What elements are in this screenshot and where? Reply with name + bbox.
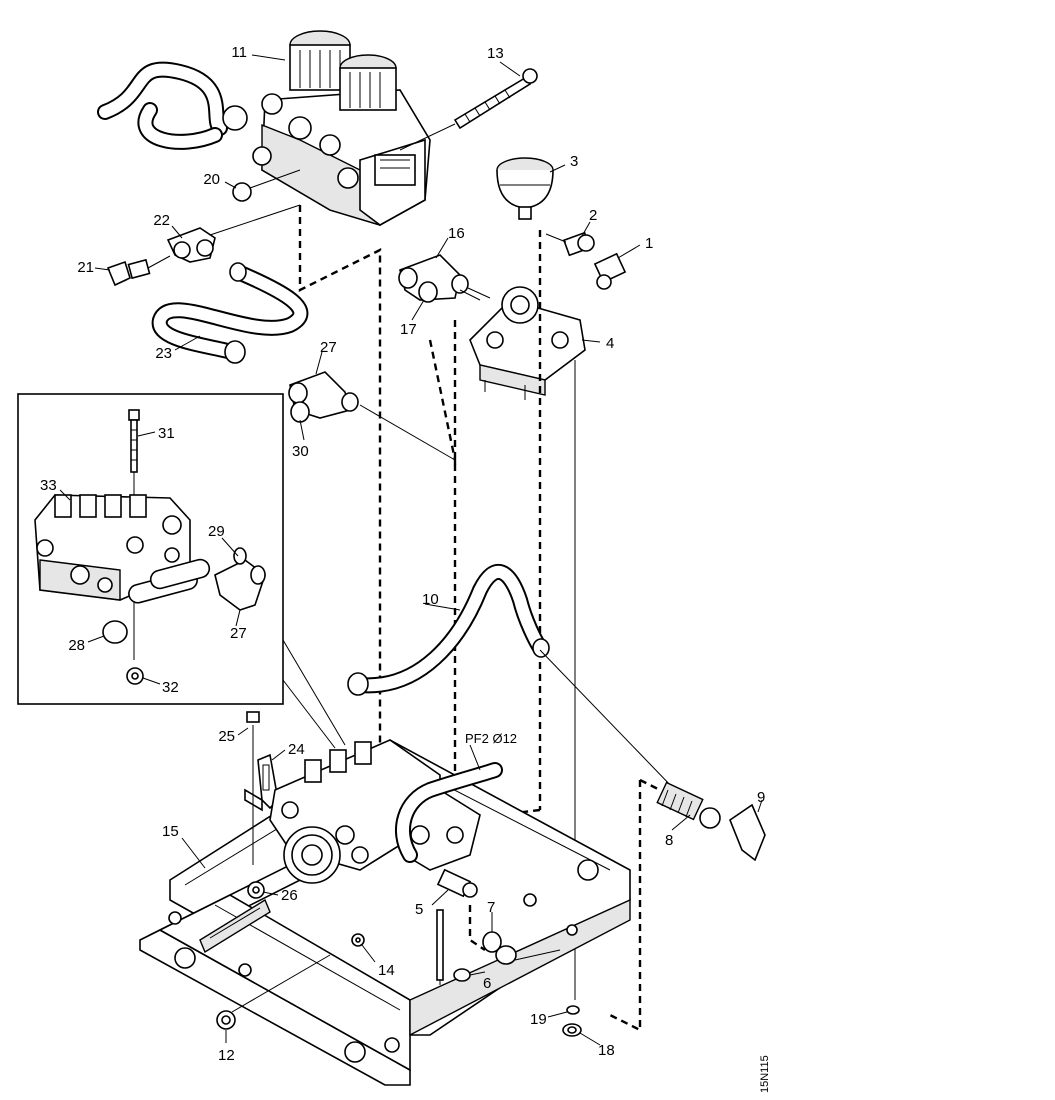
callout-24: 24 — [288, 741, 305, 758]
hose-23 — [151, 262, 309, 364]
callout-14: 14 — [378, 962, 395, 979]
callout-5: 5 — [415, 901, 423, 918]
callout-leaders — [59, 54, 763, 1046]
callout-30: 30 — [292, 443, 309, 460]
nut-14 — [351, 933, 365, 947]
callout-26: 26 — [281, 887, 298, 904]
washers-18-19 — [562, 1005, 582, 1037]
lower-valve-assembly — [269, 739, 503, 884]
callout-19: 19 — [530, 1011, 547, 1028]
slotted-bar — [199, 898, 271, 954]
callout-31: 31 — [158, 425, 175, 442]
callout-8: 8 — [665, 832, 673, 849]
callout-numbers: 11 13 3 2 1 20 22 21 23 16 17 4 27 30 31… — [40, 44, 771, 1093]
elbow-27-30 — [288, 371, 359, 423]
callout-4: 4 — [606, 335, 614, 352]
callout-18: 18 — [598, 1042, 615, 1059]
callout-20: 20 — [203, 171, 220, 188]
hose-10 — [347, 563, 676, 791]
callout-11: 11 — [231, 44, 247, 61]
callout-33: 33 — [40, 477, 57, 494]
nut-12 — [216, 954, 331, 1030]
valve-block-assembly — [97, 30, 431, 226]
elbow-16-17 — [398, 254, 491, 303]
callout-22: 22 — [153, 212, 170, 229]
callout-28: 28 — [68, 637, 85, 654]
callout-16: 16 — [448, 225, 465, 242]
muffler-3 — [496, 157, 554, 220]
relay-valve-4 — [469, 286, 586, 400]
callout-1: 1 — [645, 235, 653, 252]
callout-9: 9 — [757, 789, 765, 806]
bolt-13 — [399, 68, 538, 151]
callout-13: 13 — [487, 45, 504, 62]
fitting-5 — [436, 868, 478, 898]
callout-12: 12 — [218, 1047, 235, 1064]
callout-27b: 27 — [230, 625, 247, 642]
callout-10: 10 — [422, 591, 439, 608]
callout-6: 6 — [483, 975, 491, 992]
fittings-21-22 — [106, 204, 301, 287]
drawing-reference: 15N115 — [759, 1055, 771, 1093]
pipe-spec-note: PF2 Ø12 — [465, 731, 517, 746]
nut-26 — [247, 881, 265, 899]
callout-25: 25 — [218, 728, 235, 745]
callout-29: 29 — [208, 523, 225, 540]
fittings-1-2 — [545, 231, 627, 290]
callout-7: 7 — [487, 899, 495, 916]
callout-32: 32 — [162, 679, 179, 696]
plug-20 — [232, 169, 301, 202]
callout-2: 2 — [589, 207, 597, 224]
callout-21: 21 — [77, 259, 94, 276]
callout-15: 15 — [162, 823, 179, 840]
fittings-8-9 — [656, 781, 766, 862]
fittings-6-7 — [436, 905, 561, 985]
assembly-lines — [298, 205, 661, 1032]
callout-17: 17 — [400, 321, 417, 338]
callout-27a: 27 — [320, 339, 337, 356]
callout-23: 23 — [155, 345, 172, 362]
callout-3: 3 — [570, 153, 578, 170]
detail-inset — [17, 393, 284, 705]
